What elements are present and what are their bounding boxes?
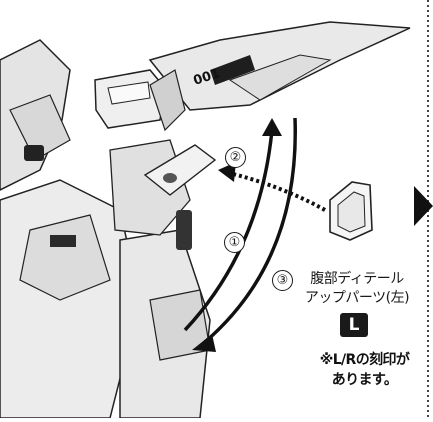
target-part-hole: [163, 173, 177, 183]
detail-part-inner: [337, 191, 366, 233]
robot-dark-panel: [50, 235, 76, 247]
step-2-marker: ②: [225, 147, 246, 168]
step3-arrowhead-icon: [192, 334, 216, 352]
robot-dark-slot: [176, 210, 192, 250]
stamp-note-line2: あります。: [331, 372, 398, 388]
page-arrow-icon: [414, 186, 433, 226]
robot-shoulder: [9, 94, 71, 161]
stamp-note-line1: ※L/Rの刻印が: [319, 352, 410, 368]
part-name-line2: アップパーツ(左): [304, 290, 410, 306]
robot-vertical-stab: [149, 69, 186, 132]
part-name-label: 腹部ディテール アップパーツ(左): [282, 270, 432, 308]
robot-dark-joint: [24, 145, 44, 161]
step-1-marker: ①: [224, 232, 245, 253]
target-part-plate: [143, 144, 217, 196]
stamp-note: ※L/Rの刻印が あります。: [296, 350, 433, 390]
step3-arrow: [203, 117, 297, 344]
step-3-marker: ③: [272, 270, 293, 291]
robot-chest-plate: [19, 214, 111, 301]
step1-arrowhead-icon: [262, 118, 282, 136]
nosecone-panel: [228, 54, 332, 101]
step2-dotted-arrow: [224, 170, 326, 212]
side-badge: L: [340, 313, 368, 337]
nosecone-stripe: [210, 55, 255, 85]
canopy-window: [107, 81, 151, 105]
part-name-line1: 腹部ディテール: [310, 271, 404, 287]
